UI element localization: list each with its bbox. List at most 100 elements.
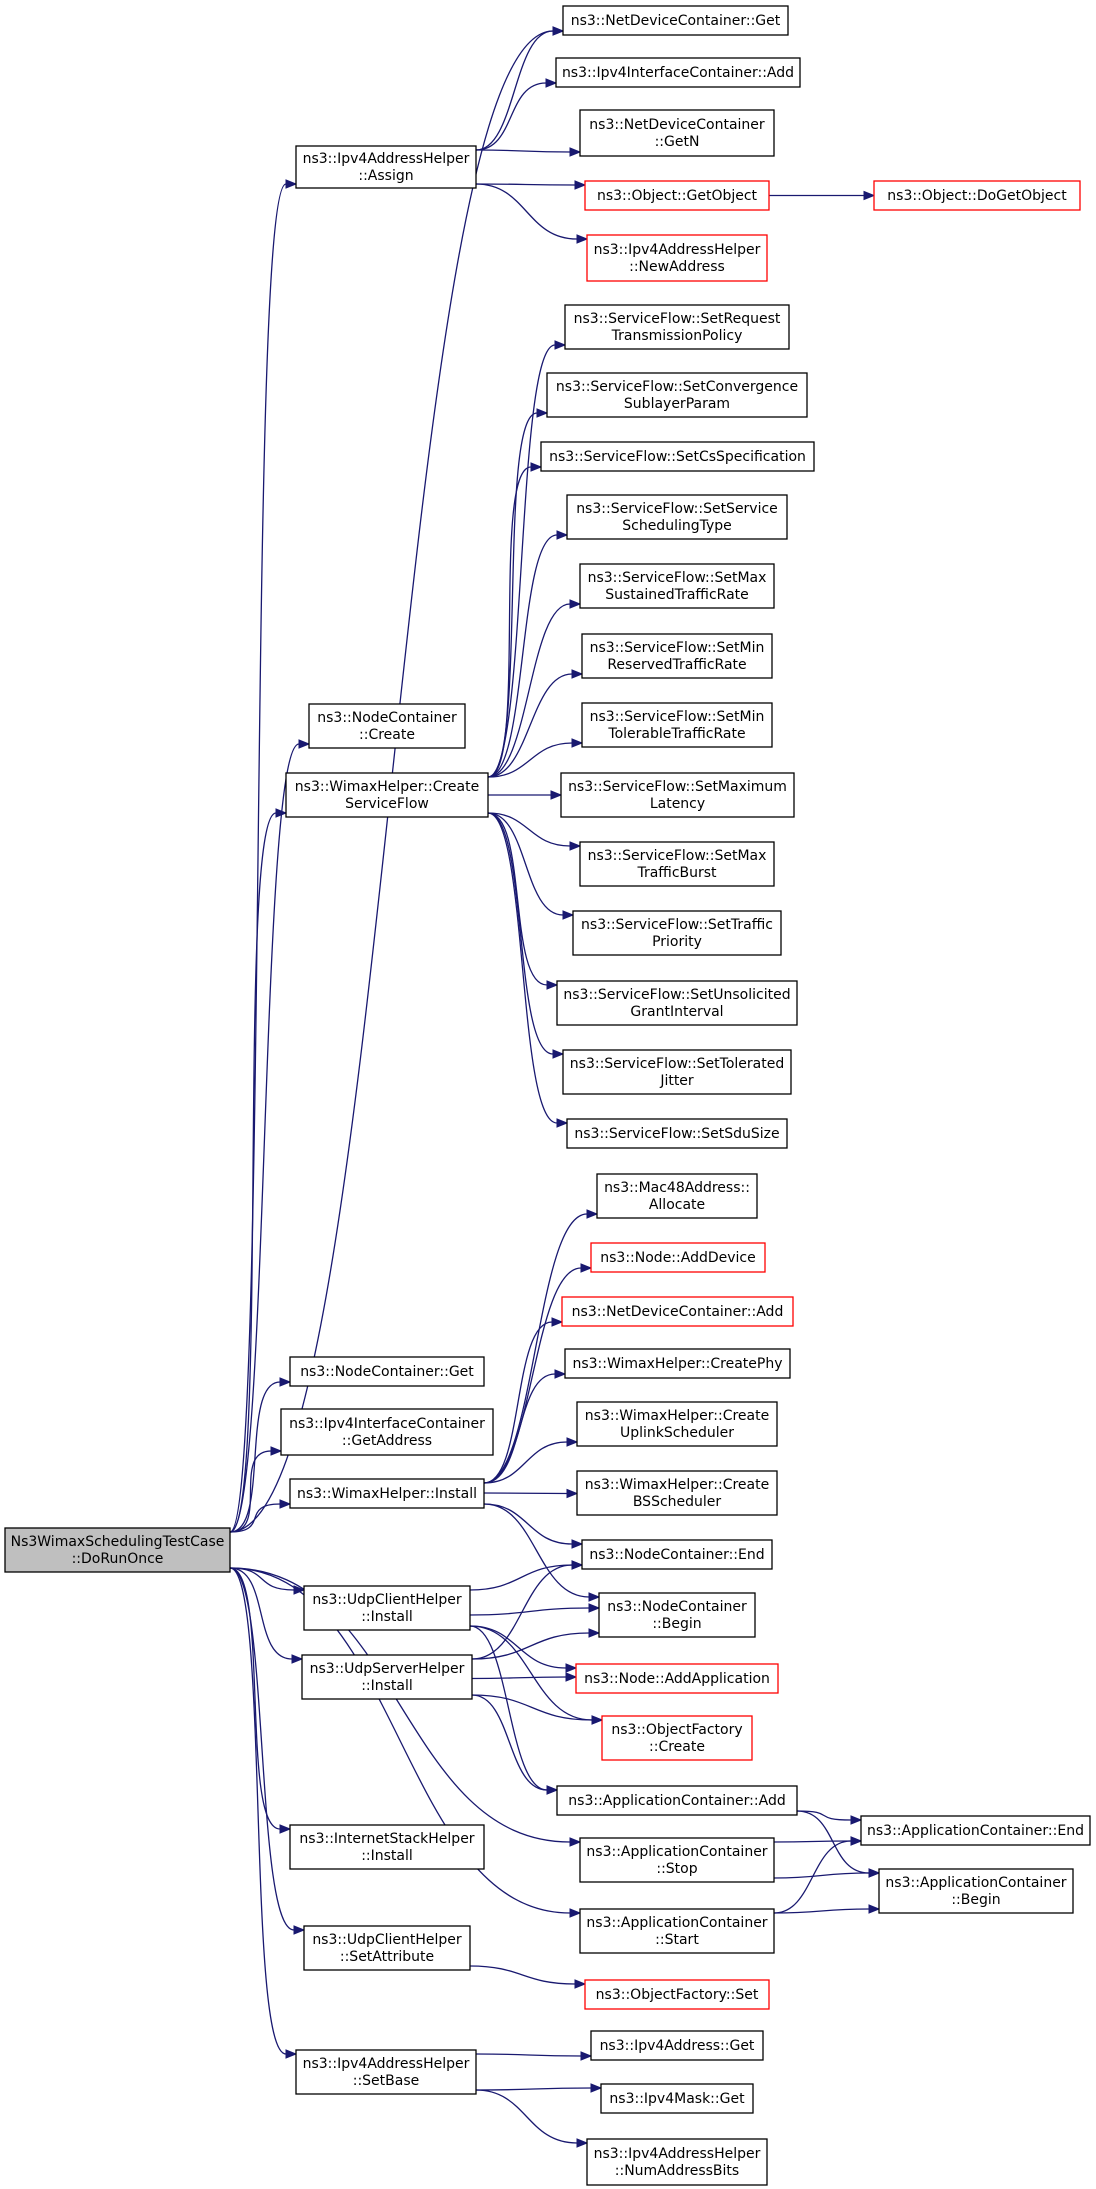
node-label: ns3::InternetStackHelper <box>299 1831 474 1847</box>
node-uch-install[interactable]: ns3::UdpClientHelper::Install <box>303 1585 471 1631</box>
edge-line <box>475 2053 582 2057</box>
node-ac-end[interactable]: ns3::ApplicationContainer::End <box>860 1815 1091 1846</box>
node-wh-createphy[interactable]: ns3::WimaxHelper::CreatePhy <box>564 1348 791 1379</box>
edge-wh-createserviceflow-to-sf-setservice <box>487 530 569 778</box>
edge-line <box>229 1567 281 1830</box>
node-label: ns3::NodeContainer <box>607 1599 747 1615</box>
edge-line <box>487 812 554 1055</box>
edge-line <box>796 1810 852 1821</box>
node-ndc-get[interactable]: ns3::NetDeviceContainer::Get <box>562 5 789 36</box>
node-sf-setmintolerable[interactable]: ns3::ServiceFlow::SetMinTolerableTraffic… <box>581 702 773 748</box>
node-nc-create[interactable]: ns3::NodeContainer::Create <box>308 703 466 749</box>
node-ish-install[interactable]: ns3::InternetStackHelper::Install <box>289 1824 485 1870</box>
node-label: SublayerParam <box>624 396 730 412</box>
node-ipv4ah-newaddress[interactable]: ns3::Ipv4AddressHelper::NewAddress <box>586 234 768 282</box>
node-ac-add[interactable]: ns3::ApplicationContainer::Add <box>556 1785 798 1816</box>
node-box <box>600 2083 754 2114</box>
edge-ipv4ah-setbase-to-ipv4mask-get <box>475 2083 603 2093</box>
node-ipv4address-get[interactable]: ns3::Ipv4Address::Get <box>590 2030 764 2061</box>
edge-line <box>487 344 556 778</box>
node-label: ns3::Object::GetObject <box>597 188 758 204</box>
edge-uch-install-to-ac-add <box>469 1625 559 1795</box>
node-ipv4ah-setbase[interactable]: ns3::Ipv4AddressHelper::SetBase <box>295 2049 477 2095</box>
node-ndc-add[interactable]: ns3::NetDeviceContainer::Add <box>561 1296 794 1327</box>
node-label: Jitter <box>659 1073 694 1089</box>
edge-line <box>475 183 576 186</box>
edge-line <box>487 812 558 1124</box>
node-label: ns3::Ipv4Mask::Get <box>609 2091 745 2107</box>
node-box <box>566 1118 788 1149</box>
node-label: ns3::ServiceFlow::SetRequest <box>574 311 781 327</box>
node-obj-dogetobject[interactable]: ns3::Object::DoGetObject <box>873 180 1081 211</box>
edge-wh-install-to-wh-createbs <box>483 1488 579 1499</box>
node-ac-stop[interactable]: ns3::ApplicationContainer::Stop <box>579 1837 775 1883</box>
edge-arrowhead <box>586 1209 599 1219</box>
edge-line <box>471 1676 567 1680</box>
node-nc-end[interactable]: ns3::NodeContainer::End <box>581 1539 773 1570</box>
node-sf-setservice[interactable]: ns3::ServiceFlow::SetServiceSchedulingTy… <box>566 494 788 540</box>
call-edges <box>229 26 881 2148</box>
edge-ipv4ah-setbase-to-ipv4address-get <box>475 2051 593 2061</box>
edge-wh-createserviceflow-to-sf-setcsspec <box>487 462 543 778</box>
edge-root-to-ac-stop <box>229 1567 582 1847</box>
node-node-addapplication[interactable]: ns3::Node::AddApplication <box>575 1663 779 1694</box>
edge-arrowhead <box>588 1628 601 1638</box>
node-box <box>878 1868 1074 1914</box>
node-sf-setconvergence[interactable]: ns3::ServiceFlow::SetConvergenceSublayer… <box>546 372 808 418</box>
edge-arrowhead <box>863 190 876 201</box>
node-sf-setmaxsustained[interactable]: ns3::ServiceFlow::SetMaxSustainedTraffic… <box>579 563 775 609</box>
node-sf-setminreserved[interactable]: ns3::ServiceFlow::SetMinReservedTrafficR… <box>581 633 773 679</box>
node-sf-setrequest[interactable]: ns3::ServiceFlow::SetRequestTransmission… <box>564 304 790 350</box>
node-mac48-allocate[interactable]: ns3::Mac48Address::Allocate <box>596 1173 758 1219</box>
edge-line <box>469 1625 593 1721</box>
edge-line <box>773 1840 852 1843</box>
edge-line <box>475 2089 578 2144</box>
node-ac-start[interactable]: ns3::ApplicationContainer::Start <box>579 1908 775 1954</box>
node-ipv4ah-assign[interactable]: ns3::Ipv4AddressHelper::Assign <box>295 145 477 189</box>
node-ac-begin[interactable]: ns3::ApplicationContainer::Begin <box>878 1868 1074 1914</box>
node-wh-install[interactable]: ns3::WimaxHelper::Install <box>289 1478 485 1509</box>
edge-wh-install-to-node-adddevice <box>483 1263 593 1484</box>
node-ush-install[interactable]: ns3::UdpServerHelper::Install <box>301 1654 473 1700</box>
node-box <box>564 1348 791 1379</box>
edge-arrowhead <box>569 1837 582 1847</box>
node-box <box>576 1470 778 1516</box>
edge-arrowhead <box>569 841 582 851</box>
edge-arrowhead <box>551 1317 564 1327</box>
node-label: ns3::ServiceFlow::SetMaximum <box>568 779 787 795</box>
edge-line <box>475 183 578 240</box>
node-uch-setattribute[interactable]: ns3::UdpClientHelper::SetAttribute <box>303 1925 471 1971</box>
edge-arrowhead <box>566 1488 579 1499</box>
edge-arrowhead <box>291 1654 304 1664</box>
node-of-set[interactable]: ns3::ObjectFactory::Set <box>584 1979 770 2010</box>
node-nc-begin[interactable]: ns3::NodeContainer::Begin <box>598 1592 756 1638</box>
node-ipv4ah-numaddressbits[interactable]: ns3::Ipv4AddressHelper::NumAddressBits <box>586 2138 768 2186</box>
edge-wh-install-to-wh-createphy <box>483 1369 567 1484</box>
node-sf-setcsspec[interactable]: ns3::ServiceFlow::SetCsSpecification <box>540 441 815 472</box>
edge-line <box>487 534 558 778</box>
node-ndc-getn[interactable]: ns3::NetDeviceContainer::GetN <box>579 109 775 157</box>
node-root[interactable]: Ns3WimaxSchedulingTestCase::DoRunOnce <box>4 1527 231 1573</box>
node-obj-getobject[interactable]: ns3::Object::GetObject <box>584 180 770 211</box>
node-label: ns3::Node::AddApplication <box>584 1671 770 1687</box>
node-of-create[interactable]: ns3::ObjectFactory::Create <box>601 1715 753 1761</box>
node-box <box>576 1401 778 1447</box>
edge-arrowhead <box>552 26 565 36</box>
node-ipv4ic-getaddress[interactable]: ns3::Ipv4InterfaceContainer::GetAddress <box>280 1408 494 1456</box>
node-ipv4mask-get[interactable]: ns3::Ipv4Mask::Get <box>600 2083 754 2114</box>
node-nc-get[interactable]: ns3::NodeContainer::Get <box>289 1356 485 1387</box>
node-sf-setsdusize[interactable]: ns3::ServiceFlow::SetSduSize <box>566 1118 788 1149</box>
node-label: SchedulingType <box>622 518 732 534</box>
node-label: ns3::ObjectFactory <box>611 1722 742 1738</box>
node-node-adddevice[interactable]: ns3::Node::AddDevice <box>590 1242 766 1273</box>
node-sf-setunsolicited[interactable]: ns3::ServiceFlow::SetUnsolicitedGrantInt… <box>556 980 798 1026</box>
node-ipv4ic-add[interactable]: ns3::Ipv4InterfaceContainer::Add <box>555 57 801 88</box>
